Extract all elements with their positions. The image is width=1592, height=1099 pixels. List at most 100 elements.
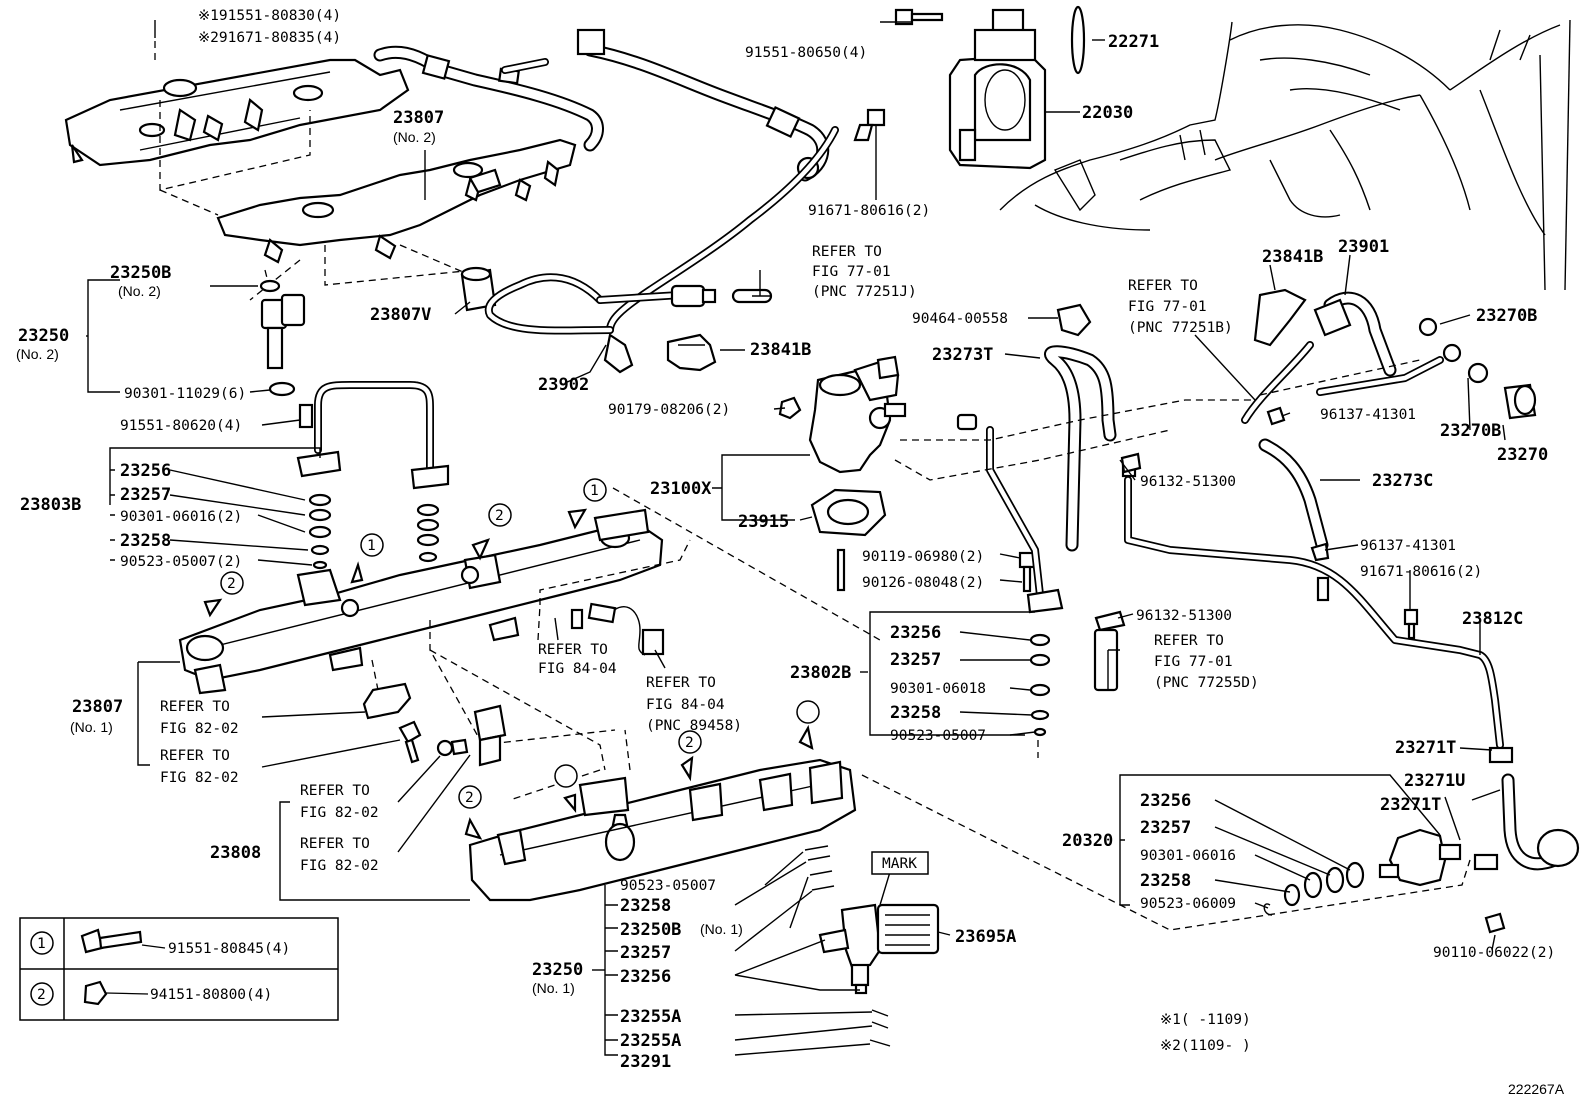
label-96137-41301-b: 96137-41301 — [1360, 538, 1456, 554]
label-23273t: 23273T — [932, 345, 993, 365]
label-22030: 22030 — [1082, 103, 1133, 123]
label-refer-84-04-a: REFER TO — [538, 642, 608, 658]
nut-90179-08206[interactable] — [778, 396, 802, 420]
label-23257-b: 23257 — [890, 650, 941, 670]
label-23270b-a: 23270B — [1476, 306, 1537, 326]
delivery-pipe-23808[interactable] — [468, 758, 857, 902]
hose-clamps-96132[interactable] — [1093, 452, 1142, 692]
hose-23273t[interactable] — [1043, 345, 1117, 552]
ref-2-b: 2 — [227, 576, 236, 592]
label-refer-84-04-b2: FIG 84-04 — [646, 697, 725, 713]
label-90523-05007-b: 90523-05007 — [890, 728, 986, 744]
label-91551-80620: 91551-80620(4) — [120, 418, 242, 434]
label-90126-08048: 90126-08048(2) — [862, 575, 984, 591]
hose-23901[interactable] — [1241, 291, 1397, 424]
throttle-body-22030[interactable] — [948, 8, 1047, 170]
label-91671-80616-b: 91671-80616(2) — [1360, 564, 1482, 580]
gasket-23915[interactable] — [810, 488, 887, 537]
pressure-sensor-89458[interactable] — [570, 602, 665, 656]
legend-key-2: 2 — [37, 987, 46, 1003]
injector-no2[interactable] — [259, 279, 306, 397]
guide-lines-right — [861, 359, 1471, 931]
label-refer-82-02-d2: FIG 82-02 — [300, 858, 379, 874]
intake-manifold-outline — [999, 19, 1571, 291]
bracket-82-02-a[interactable] — [362, 682, 412, 720]
label-23250-no2-sub: (No. 2) — [16, 346, 59, 362]
ref-1-d: 2 — [465, 790, 474, 806]
fuel-pipe-23803b[interactable] — [296, 381, 450, 490]
hose-23271u[interactable] — [1473, 746, 1580, 871]
label-23271t-a: 23271T — [1395, 738, 1456, 758]
label-23901: 23901 — [1338, 237, 1389, 257]
ref-arrows — [203, 508, 814, 840]
hose-clamp-23841b-a[interactable] — [666, 333, 717, 372]
injector-no1[interactable] — [818, 903, 882, 995]
delivery-pipe-no1[interactable] — [178, 508, 664, 695]
label-refer-77-01-c3: (PNC 77255D) — [1154, 675, 1259, 691]
pressure-regulator-20320[interactable] — [1263, 828, 1462, 916]
grommet-23807v[interactable] — [460, 266, 497, 312]
hose-clamps-96137[interactable] — [1266, 406, 1330, 562]
bolts-90110-06022[interactable] — [1403, 608, 1506, 934]
label-23250b-no2-sub: (No. 2) — [118, 283, 161, 299]
clip-90464-00558[interactable] — [1056, 303, 1092, 337]
legend-key-1: 1 — [37, 936, 46, 952]
bolt-91551-80650[interactable] — [894, 8, 944, 26]
pipe-23802b[interactable] — [956, 413, 1064, 614]
label-90110-06022: 90110-06022(2) — [1433, 945, 1555, 961]
seal-23695a[interactable] — [876, 903, 940, 955]
legend-part-1: 91551-80845(4) — [168, 941, 290, 957]
label-23250-no1: 23250 — [532, 960, 583, 980]
fuel-hose-upper[interactable] — [373, 45, 604, 152]
label-90523-05007-a: 90523-05007(2) — [120, 554, 242, 570]
bolt-91671-80616-a[interactable] — [853, 108, 886, 142]
injector-small-seals[interactable] — [804, 845, 891, 1047]
label-23257-d: 23257 — [620, 943, 671, 963]
label-291671-80835: ※291671-80835(4) — [198, 30, 341, 46]
label-23255a-a: 23255A — [620, 1007, 681, 1027]
damper-23270[interactable] — [1316, 317, 1537, 420]
label-23802b: 23802B — [790, 663, 851, 683]
label-91551-80650: 91551-80650(4) — [745, 45, 867, 61]
label-refer-77-01-c2: FIG 77-01 — [1154, 654, 1233, 670]
label-23250-no2: 23250 — [18, 326, 69, 346]
seals-23802b[interactable] — [1029, 633, 1051, 737]
note-1: ※1( -1109) — [1160, 1012, 1251, 1028]
label-96132-51300-b: 96132-51300 — [1136, 608, 1232, 624]
label-23841b-a: 23841B — [750, 340, 811, 360]
label-23258-d: 23258 — [620, 896, 671, 916]
label-refer-77-01-a3: (PNC 77251J) — [812, 284, 917, 300]
label-refer-77-01-a2: FIG 77-01 — [812, 264, 891, 280]
fuel-pipe-23902[interactable] — [484, 126, 839, 374]
label-23255a-b: 23255A — [620, 1031, 681, 1051]
clamp-23841b-b[interactable] — [1253, 288, 1307, 347]
label-refer-84-04-a2: FIG 84-04 — [538, 661, 617, 677]
fuel-pump-23100x[interactable] — [808, 355, 907, 474]
label-refer-77-01-c: REFER TO — [1154, 633, 1224, 649]
bracket-82-02-d[interactable] — [473, 704, 507, 767]
label-23915: 23915 — [738, 512, 789, 532]
label-23841b-b: 23841B — [1262, 247, 1323, 267]
hose-23273c[interactable] — [1258, 438, 1329, 552]
label-90179-08206: 90179-08206(2) — [608, 402, 730, 418]
bolt-82-02-b[interactable] — [398, 720, 422, 764]
nut-82-02-c[interactable] — [436, 738, 469, 757]
label-90523-06009: 90523-06009 — [1140, 896, 1236, 912]
gasket-22271[interactable] — [1070, 5, 1086, 75]
ref-1-a: 1 — [367, 538, 376, 554]
delivery-pipe-no2[interactable] — [216, 138, 577, 264]
label-90464-00558: 90464-00558 — [912, 311, 1008, 327]
label-23256-d: 23256 — [620, 967, 671, 987]
delivery-pipe-cover-no2[interactable] — [64, 58, 410, 167]
label-23808: 23808 — [210, 843, 261, 863]
label-refer-82-02-c: REFER TO — [300, 783, 370, 799]
mark-box — [871, 851, 929, 875]
label-23258-b: 23258 — [890, 703, 941, 723]
label-23807-no1: 23807 — [72, 697, 123, 717]
label-23100x: 23100X — [650, 479, 712, 499]
seals-23803b[interactable] — [308, 493, 440, 579]
labels: ※191551-80830(4) ※291671-80835(4) 23807 … — [16, 8, 1565, 1097]
label-refer-82-02-c2: FIG 82-02 — [300, 805, 379, 821]
label-23807-no2: (No. 2) — [393, 129, 436, 145]
